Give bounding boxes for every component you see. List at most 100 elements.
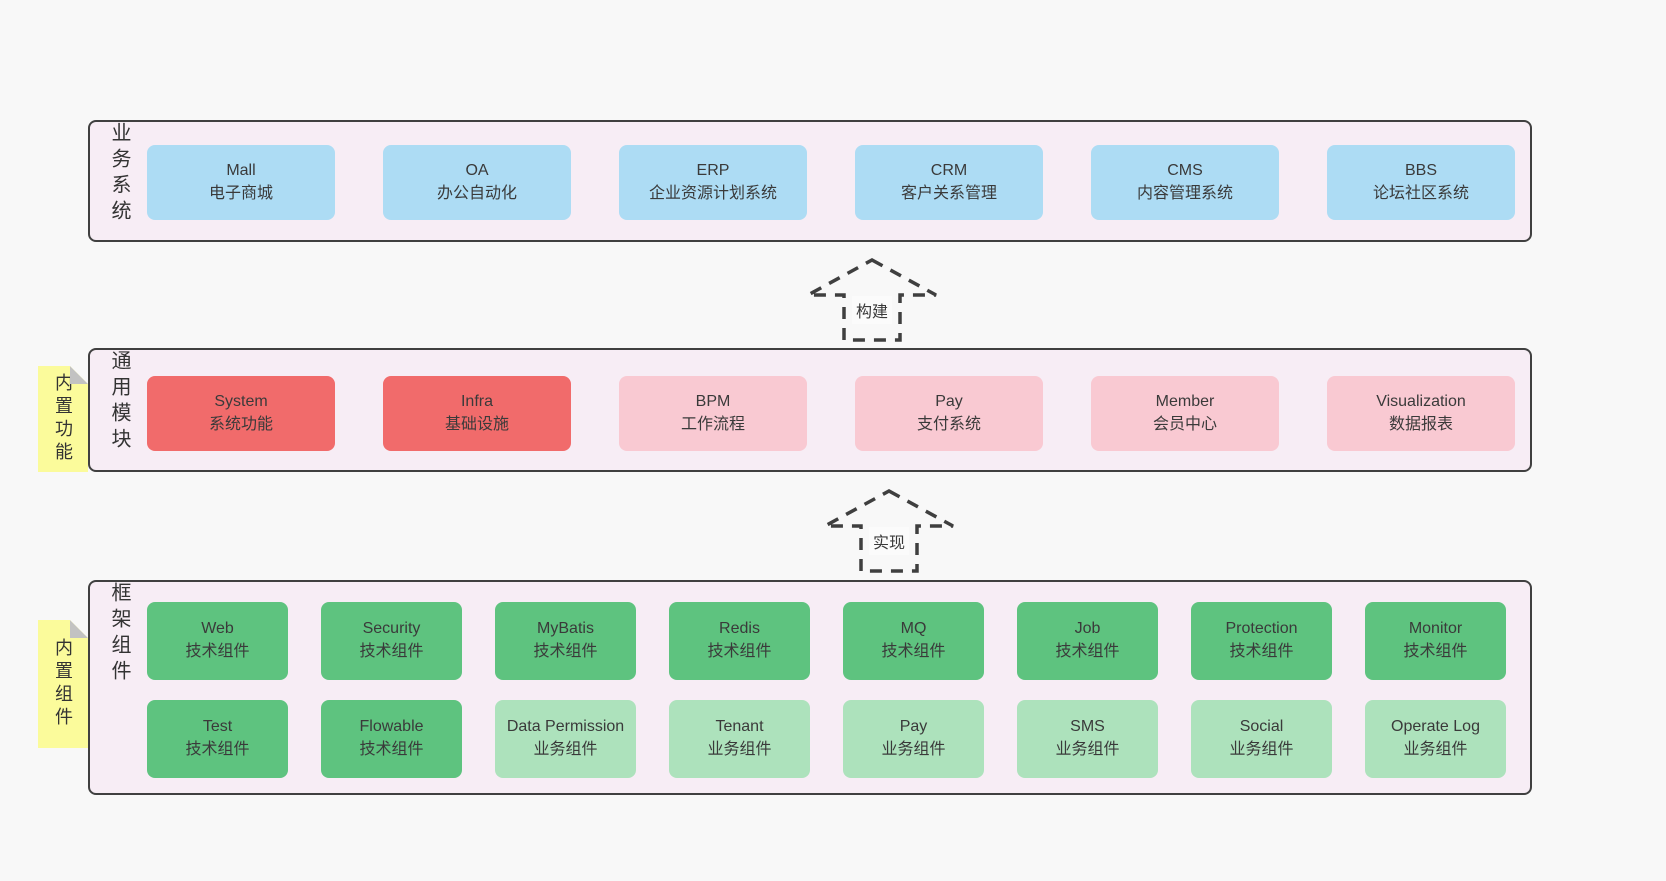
box-subtitle: 业务组件: [533, 741, 598, 758]
box-subtitle: 数据报表: [1388, 415, 1453, 433]
up-block-arrow-icon: [807, 258, 937, 342]
build-arrow: 构建: [806, 258, 938, 342]
box-title: Social: [1239, 718, 1284, 736]
box-visualization: Visualization 数据报表: [1327, 376, 1515, 451]
box-title: Pay: [935, 392, 963, 410]
box-subtitle: 技术组件: [707, 643, 772, 660]
panel-framework-components: 框架组件 Web 技术组件 Security 技术组件 MyBatis 技术组件…: [88, 580, 1532, 795]
box-subtitle: 内容管理系统: [1136, 184, 1233, 202]
box-subtitle: 电子商城: [208, 184, 273, 202]
box-bbs: BBS 论坛社区系统: [1327, 145, 1515, 220]
implement-arrow-label: 实现: [868, 527, 910, 555]
box-subtitle: 客户关系管理: [900, 184, 997, 202]
box-erp: ERP 企业资源计划系统: [619, 145, 807, 220]
box-mybatis: MyBatis 技术组件: [495, 602, 636, 680]
box-title: Infra: [460, 392, 493, 410]
sticky-text: 内置组件: [53, 638, 73, 730]
panel-common-modules: 通用模块 System 系统功能 Infra 基础设施 BPM 工作流程 Pay…: [88, 348, 1532, 472]
box-infra: Infra 基础设施: [383, 376, 571, 451]
box-title: Operate Log: [1391, 718, 1480, 736]
box-subtitle: 基础设施: [444, 415, 509, 433]
box-title: CRM: [930, 161, 968, 179]
box-mq: MQ 技术组件: [843, 602, 984, 680]
business-box-row: Mall 电子商城 OA 办公自动化 ERP 企业资源计划系统 CRM 客户关系…: [147, 145, 1515, 220]
box-subtitle: 企业资源计划系统: [648, 184, 777, 202]
box-title: Monitor: [1408, 620, 1463, 638]
panel-business-systems: 业务系统 Mall 电子商城 OA 办公自动化 ERP 企业资源计划系统 CRM…: [88, 120, 1532, 242]
box-subtitle: 业务组件: [1403, 741, 1468, 758]
box-title: Web: [201, 620, 234, 638]
box-tenant: Tenant 业务组件: [669, 700, 810, 778]
box-test: Test 技术组件: [147, 700, 288, 778]
folded-corner-icon: [70, 366, 88, 384]
box-title: CMS: [1167, 161, 1203, 179]
sticky-builtin-components: 内置组件: [38, 620, 88, 748]
box-oa: OA 办公自动化: [383, 145, 571, 220]
box-title: Pay: [899, 718, 928, 736]
box-title: Flowable: [359, 718, 424, 736]
box-title: Security: [362, 620, 421, 638]
box-subtitle: 系统功能: [208, 415, 273, 433]
panel-business-label: 业务系统: [108, 122, 130, 226]
box-web: Web 技术组件: [147, 602, 288, 680]
box-title: SMS: [1070, 718, 1105, 736]
up-block-arrow-icon: [824, 489, 954, 573]
box-title: Mall: [226, 161, 256, 179]
sticky-builtin-features: 内置功能: [38, 366, 88, 472]
box-title: Tenant: [715, 718, 764, 736]
panel-modules-label: 通用模块: [108, 350, 130, 454]
box-title: Redis: [719, 620, 760, 638]
box-monitor: Monitor 技术组件: [1365, 602, 1506, 680]
box-protection: Protection 技术组件: [1191, 602, 1332, 680]
box-title: MyBatis: [537, 620, 594, 638]
box-subtitle: 技术组件: [1055, 643, 1120, 660]
box-security: Security 技术组件: [321, 602, 462, 680]
box-title: BPM: [695, 392, 731, 410]
box-subtitle: 业务组件: [881, 741, 946, 758]
box-flowable: Flowable 技术组件: [321, 700, 462, 778]
box-title: Member: [1155, 392, 1215, 410]
modules-box-row: System 系统功能 Infra 基础设施 BPM 工作流程 Pay 支付系统…: [147, 376, 1515, 451]
box-pay-component: Pay 业务组件: [843, 700, 984, 778]
box-social: Social 业务组件: [1191, 700, 1332, 778]
box-redis: Redis 技术组件: [669, 602, 810, 680]
box-bpm: BPM 工作流程: [619, 376, 807, 451]
box-member: Member 会员中心: [1091, 376, 1279, 451]
box-subtitle: 技术组件: [185, 643, 250, 660]
box-subtitle: 业务组件: [1229, 741, 1294, 758]
box-subtitle: 支付系统: [916, 415, 981, 433]
box-subtitle: 工作流程: [680, 415, 745, 433]
framework-box-row-2: Test 技术组件 Flowable 技术组件 Data Permission …: [147, 700, 1506, 778]
box-sms: SMS 业务组件: [1017, 700, 1158, 778]
box-title: OA: [465, 161, 489, 179]
box-subtitle: 论坛社区系统: [1372, 184, 1469, 202]
box-title: MQ: [900, 620, 927, 638]
implement-arrow: 实现: [823, 489, 955, 573]
box-subtitle: 技术组件: [185, 741, 250, 758]
box-title: Visualization: [1376, 392, 1466, 410]
box-job: Job 技术组件: [1017, 602, 1158, 680]
sticky-text: 内置功能: [53, 373, 73, 465]
box-pay-system: Pay 支付系统: [855, 376, 1043, 451]
box-data-permission: Data Permission 业务组件: [495, 700, 636, 778]
box-cms: CMS 内容管理系统: [1091, 145, 1279, 220]
box-title: Data Permission: [506, 718, 625, 736]
box-subtitle: 技术组件: [1403, 643, 1468, 660]
box-title: Test: [202, 718, 233, 736]
box-title: Protection: [1225, 620, 1298, 638]
panel-framework-label: 框架组件: [108, 582, 130, 686]
box-subtitle: 技术组件: [359, 643, 424, 660]
box-subtitle: 技术组件: [533, 643, 598, 660]
box-subtitle: 业务组件: [1055, 741, 1120, 758]
box-title: Job: [1074, 620, 1101, 638]
box-title: ERP: [696, 161, 730, 179]
framework-box-row-1: Web 技术组件 Security 技术组件 MyBatis 技术组件 Redi…: [147, 602, 1506, 680]
box-subtitle: 办公自动化: [436, 184, 517, 202]
box-subtitle: 业务组件: [707, 741, 772, 758]
box-subtitle: 会员中心: [1152, 415, 1217, 433]
box-subtitle: 技术组件: [1229, 643, 1294, 660]
box-mall: Mall 电子商城: [147, 145, 335, 220]
folded-corner-icon: [70, 620, 88, 638]
box-operate-log: Operate Log 业务组件: [1365, 700, 1506, 778]
